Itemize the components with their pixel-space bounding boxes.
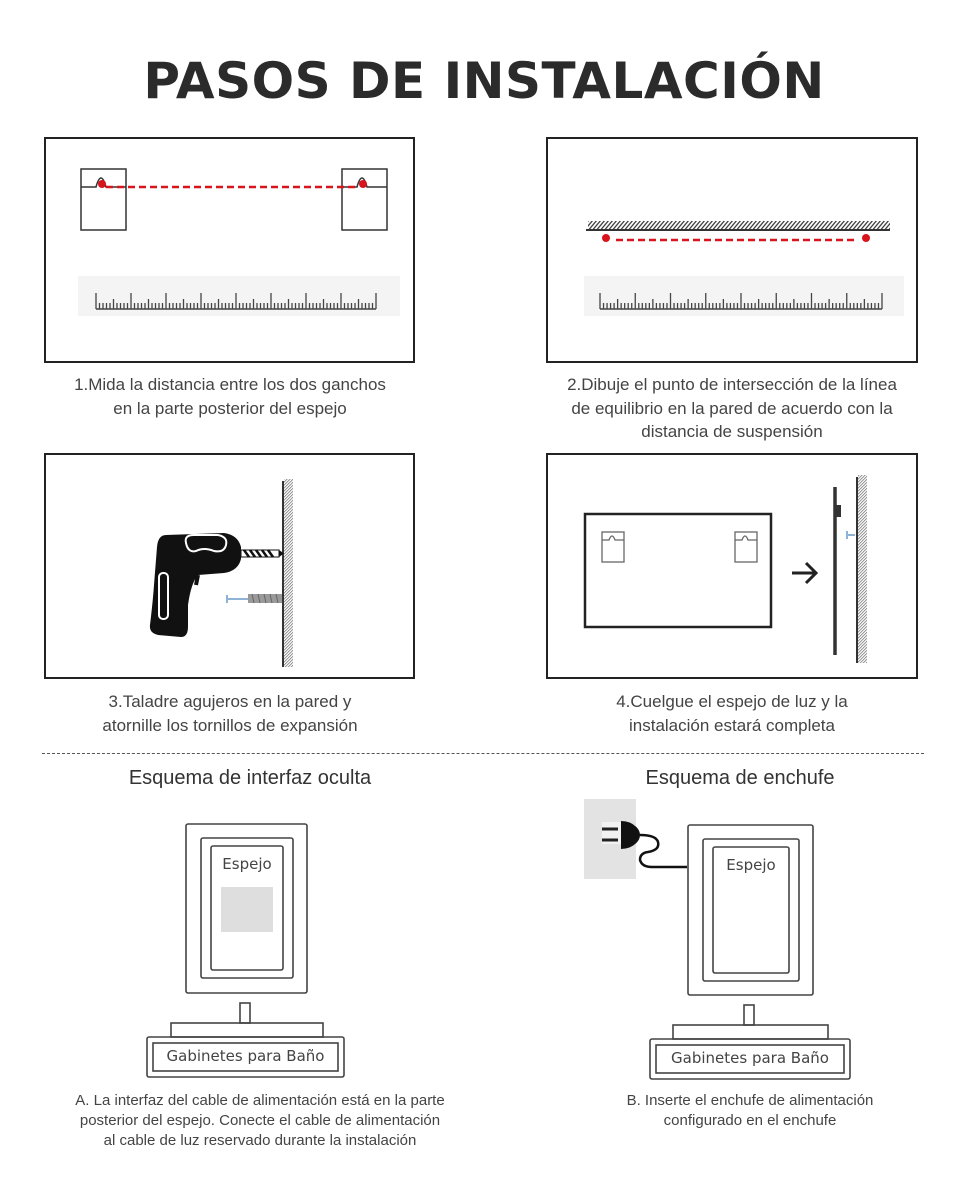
scheme-b-title: Esquema de enchufe [645,767,835,789]
caption-line: 3.Taladre agujeros en la pared y [108,692,352,711]
drill-icon [149,533,284,637]
mirror-label: Espejo [726,856,776,874]
description-line: A. La interfaz del cable de alimentación… [75,1092,445,1109]
step-2-illustration [584,221,904,316]
right-hook-icon [341,168,388,231]
page-title: PASOS DE INSTALACIÓN [143,52,825,110]
scheme-b-description: B. Inserte el enchufe de alimentación co… [540,1091,960,1131]
step-4-caption: 4.Cuelgue el espejo de luz y la instalac… [522,690,942,737]
power-plug-icon [602,821,687,869]
caption-line: en la parte posterior del espejo [113,398,347,418]
step-2-panel [546,137,918,363]
hatched-wall-icon [586,221,890,231]
dashed-separator [42,753,924,754]
description-line: al cable de luz reservado durante la ins… [103,1132,417,1149]
scheme-a-diagram: Espejo Gabinetes para Baño [145,820,365,1080]
arrow-right-icon [792,561,819,585]
wall-icon [282,479,293,667]
caption-line: distancia de suspensión [641,422,823,441]
ruler-icon [78,276,400,316]
step-3-panel [44,453,415,679]
left-hook-icon [80,168,127,231]
step-3-caption: 3.Taladre agujeros en la pared y atornil… [20,690,440,737]
step-1-illustration [78,168,400,316]
caption-line: 2.Dibuje el punto de intersección de la … [567,375,897,394]
caption-line: atornille los tornillos de expansión [102,715,358,735]
caption-line: de equilibrio en la pared de acuerdo con… [571,398,893,418]
description-line: configurado en el enchufe [663,1112,837,1129]
scheme-b-diagram: Espejo Gabinetes para Baño [580,795,870,1080]
cabinet-label: Gabinetes para Baño [166,1047,325,1065]
mirror-back-icon [583,512,773,629]
mirror-label: Espejo [222,855,272,873]
step-1-caption: 1.Mida la distancia entre los dos gancho… [20,373,440,420]
mirror-side-view-icon [833,487,855,655]
step-4-panel [546,453,918,679]
cabinet-label: Gabinetes para Baño [671,1049,829,1067]
wall-icon [856,475,867,663]
caption-line: 1.Mida la distancia entre los dos gancho… [74,375,386,394]
scheme-a-title: Esquema de interfaz oculta [128,767,372,789]
caption-line: instalación estará completa [628,715,835,735]
expansion-screw-icon [226,593,282,604]
step-4-illustration [583,475,867,663]
ruler-icon [584,276,904,316]
step-1-panel [44,137,415,363]
hidden-interface-area [221,887,273,932]
step-3-illustration [149,479,293,667]
caption-line: 4.Cuelgue el espejo de luz y la [616,692,848,711]
description-line: posterior del espejo. Conecte el cable d… [79,1112,441,1129]
step-2-caption: 2.Dibuje el punto de intersección de la … [522,373,942,444]
description-line: B. Inserte el enchufe de alimentación [626,1092,874,1109]
scheme-a-description: A. La interfaz del cable de alimentación… [20,1091,500,1151]
